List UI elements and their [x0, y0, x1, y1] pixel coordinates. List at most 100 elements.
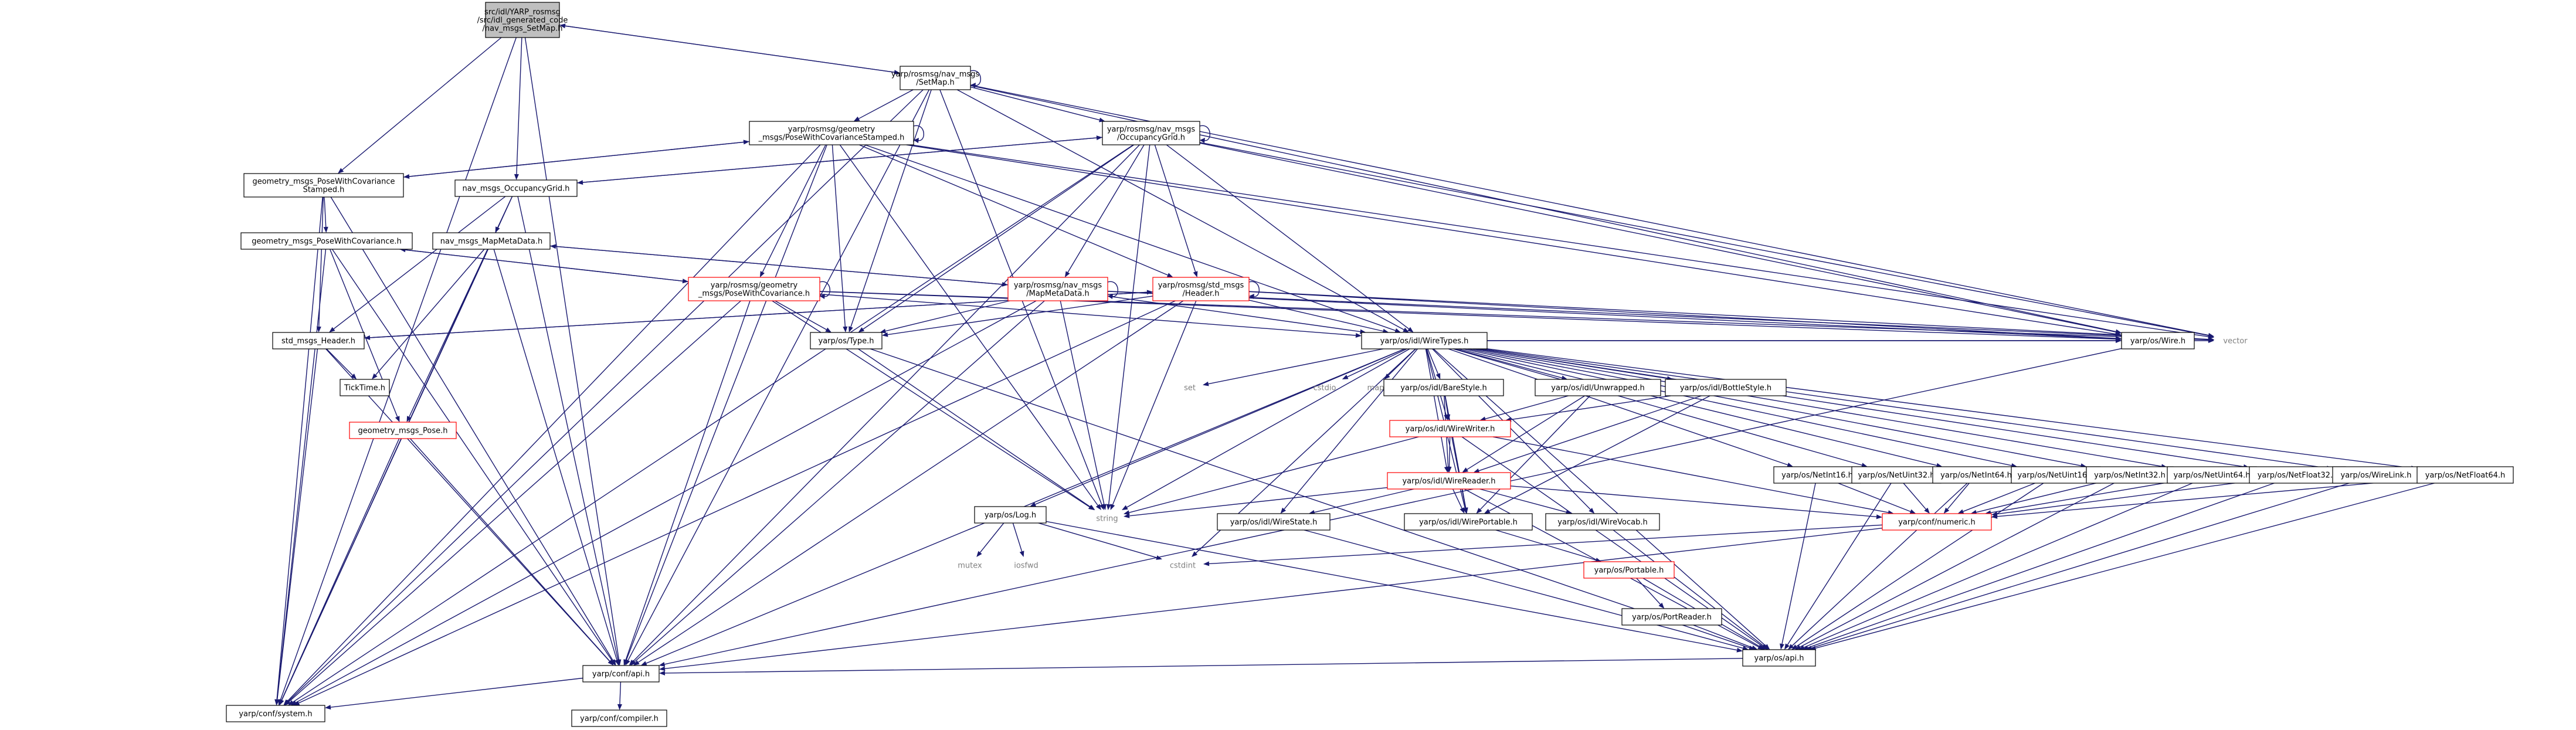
- edge-root-to-conf_api: [524, 37, 622, 666]
- node-WireState[interactable]: yarp/os/idl/WireState.h: [1217, 513, 1331, 531]
- node-box: [810, 332, 883, 349]
- node-NetUint16[interactable]: yarp/os/NetUint16.h: [2011, 466, 2101, 484]
- edge-WireState-to-os_api: [1304, 529, 1749, 651]
- node-geom_PWCS[interactable]: geometry_msgs_PoseWithCovarianceStamped.…: [243, 173, 404, 198]
- node-PortReader[interactable]: yarp/os/PortReader.h: [1621, 608, 1722, 626]
- node-WirePortable[interactable]: yarp/os/idl/WirePortable.h: [1404, 513, 1533, 531]
- node-WireVocab[interactable]: yarp/os/idl/WireVocab.h: [1545, 513, 1660, 531]
- node-NetInt32[interactable]: yarp/os/NetInt32.h: [2086, 466, 2174, 484]
- node-label: Stamped.h: [303, 186, 345, 195]
- node-iosfwd[interactable]: iosfwd: [1007, 557, 1046, 573]
- node-os_Log[interactable]: yarp/os/Log.h: [974, 506, 1047, 524]
- node-label: geometry_msgs_Pose.h: [358, 427, 448, 436]
- node-WireLink[interactable]: yarp/os/WireLink.h: [2332, 466, 2420, 484]
- node-nav_SetMap[interactable]: yarp/rosmsg/nav_msgs/SetMap.h: [891, 66, 980, 90]
- node-cstdio[interactable]: cstdio: [1305, 379, 1344, 396]
- node-label: /src/idl_generated_code: [477, 16, 568, 25]
- node-WireWriter[interactable]: yarp/os/idl/WireWriter.h: [1389, 420, 1511, 437]
- node-NetInt16[interactable]: yarp/os/NetInt16.h: [1773, 466, 1861, 484]
- node-nav_MapMeta_rosmsg[interactable]: yarp/rosmsg/nav_msgs/MapMetaData.h: [1007, 277, 1108, 301]
- node-label: vector: [2223, 337, 2248, 346]
- edge-nav_MapMeta-to-TickTime: [372, 249, 485, 379]
- edge-nav_SetMap-to-WireTypes: [956, 89, 1409, 332]
- node-NetInt64[interactable]: yarp/os/NetInt64.h: [1932, 466, 2020, 484]
- node-Unwrapped[interactable]: yarp/os/idl/Unwrapped.h: [1535, 379, 1661, 396]
- node-BareStyle[interactable]: yarp/os/idl/BareStyle.h: [1383, 379, 1504, 396]
- edge-Unwrapped-to-WireWriter: [1479, 395, 1569, 422]
- node-layer: src/idl/YARP_rosmsg/src/idl_generated_co…: [226, 2, 2514, 727]
- node-std_Header[interactable]: std_msgs_Header.h: [272, 332, 365, 349]
- node-confNumeric[interactable]: yarp/conf/numeric.h: [1882, 513, 1992, 531]
- node-NetUint64[interactable]: yarp/os/NetUint64.h: [2167, 466, 2257, 484]
- node-conf_api[interactable]: yarp/conf/api.h: [582, 665, 660, 683]
- node-label: yarp/os/idl/Unwrapped.h: [1551, 384, 1644, 393]
- edge-NetInt64-to-os_api: [1788, 483, 1968, 650]
- node-vector[interactable]: vector: [2214, 332, 2256, 349]
- edge-nav_MapMeta_rosmsg-to-conf_api: [630, 300, 1045, 666]
- node-cstdint[interactable]: cstdint: [1162, 557, 1203, 573]
- node-box: [2121, 332, 2195, 349]
- node-box: [2086, 466, 2174, 484]
- edge-confNumeric-to-cstdint: [1203, 524, 1883, 566]
- node-string[interactable]: string: [1091, 510, 1124, 527]
- node-os_api[interactable]: yarp/os/api.h: [1742, 649, 1816, 667]
- edge-geom_PWC_rosmsg-to-geom_PWC: [399, 247, 689, 283]
- node-label: yarp/os/Portable.h: [1594, 566, 1664, 575]
- node-conf_system[interactable]: yarp/conf/system.h: [226, 705, 325, 722]
- node-label: yarp/os/idl/WireTypes.h: [1380, 337, 1469, 346]
- node-geom_PWC_rosmsg[interactable]: yarp/rosmsg/geometry_msgs/PoseWithCovari…: [688, 277, 820, 301]
- edge-Unwrapped-to-WireReader: [1462, 395, 1586, 473]
- node-NetUint32[interactable]: yarp/os/NetUint32.h: [1851, 466, 1942, 484]
- edge-NetInt16-to-confNumeric: [1838, 483, 1916, 514]
- node-box: [340, 379, 390, 396]
- node-label: src/idl/YARP_rosmsg: [484, 8, 561, 17]
- node-std_Header_rosmsg[interactable]: yarp/rosmsg/std_msgs/Header.h: [1152, 277, 1250, 301]
- edge-Unwrapped-to-WirePortable: [1476, 395, 1590, 514]
- node-geom_Pose[interactable]: geometry_msgs_Pose.h: [349, 422, 457, 439]
- edge-nav_SetMap-to-geom_PWCS_rosmsg: [853, 89, 914, 121]
- node-box: [974, 506, 1047, 524]
- edge-WireTypes-to-vector: [1487, 338, 2214, 343]
- node-mutex[interactable]: mutex: [952, 557, 987, 573]
- node-BottleStyle[interactable]: yarp/os/idl/BottleStyle.h: [1665, 379, 1787, 396]
- node-set[interactable]: set: [1177, 379, 1203, 396]
- node-label: std_msgs_Header.h: [281, 337, 355, 346]
- node-NetFloat64[interactable]: yarp/os/NetFloat64.h: [2417, 466, 2514, 484]
- edge-nav_MapMeta_rosmsg-to-os_Type: [880, 300, 1010, 334]
- node-WireReader[interactable]: yarp/os/idl/WireReader.h: [1387, 472, 1511, 490]
- edge-PortReader-to-os_api: [1693, 624, 1758, 650]
- edge-WireTypes-to-string: [1121, 348, 1410, 510]
- node-geom_PWCS_rosmsg[interactable]: yarp/rosmsg/geometry_msgs/PoseWithCovari…: [749, 121, 914, 145]
- node-nav_OccGrid[interactable]: nav_msgs_OccupancyGrid.h: [454, 179, 578, 197]
- node-box: [349, 422, 457, 439]
- edge-NetInt32-to-confNumeric: [1970, 483, 2096, 515]
- edge-NetUint16-to-os_api: [1791, 483, 2044, 650]
- edge-geom_PWC_rosmsg-to-conf_system: [284, 300, 741, 705]
- edge-geom_PWCS_rosmsg-to-geom_PWCS_rosmsg: [913, 125, 925, 143]
- edge-nav_SetMap-to-conf_api: [625, 89, 930, 666]
- edge-nav_OccGrid_rosmsg-to-nav_MapMeta_rosmsg: [1064, 144, 1145, 277]
- node-WireTypes[interactable]: yarp/os/idl/WireTypes.h: [1361, 332, 1488, 349]
- node-os_Type[interactable]: yarp/os/Type.h: [810, 332, 883, 349]
- node-label: TickTime.h: [344, 384, 385, 393]
- node-conf_compiler[interactable]: yarp/conf/compiler.h: [571, 709, 667, 727]
- edge-NetInt32-to-os_api: [1794, 483, 2115, 650]
- node-os_Wire[interactable]: yarp/os/Wire.h: [2121, 332, 2195, 349]
- node-NetFloat32[interactable]: yarp/os/NetFloat32.h: [2249, 466, 2346, 484]
- node-box: [1361, 332, 1488, 349]
- edge-NetFloat64-to-confNumeric: [1991, 478, 2418, 519]
- node-label: yarp/rosmsg/nav_msgs: [891, 70, 980, 79]
- node-geom_PWC[interactable]: geometry_msgs_PoseWithCovariance.h: [240, 232, 413, 250]
- node-label: yarp/conf/system.h: [239, 710, 312, 719]
- edge-root-to-nav_OccGrid: [514, 37, 522, 180]
- node-label: yarp/os/idl/WireVocab.h: [1557, 518, 1647, 527]
- node-label: yarp/os/NetInt64.h: [1940, 471, 2012, 480]
- node-nav_OccGrid_rosmsg[interactable]: yarp/rosmsg/nav_msgs/OccupancyGrid.h: [1102, 121, 1200, 145]
- edge-WireReader-to-WireVocab: [1479, 488, 1572, 515]
- node-map[interactable]: map: [1361, 379, 1390, 396]
- node-TickTime[interactable]: TickTime.h: [340, 379, 390, 396]
- node-root[interactable]: src/idl/YARP_rosmsg/src/idl_generated_co…: [477, 2, 568, 38]
- node-nav_MapMeta[interactable]: nav_msgs_MapMetaData.h: [432, 232, 551, 250]
- node-os_Portable[interactable]: yarp/os/Portable.h: [1583, 561, 1675, 579]
